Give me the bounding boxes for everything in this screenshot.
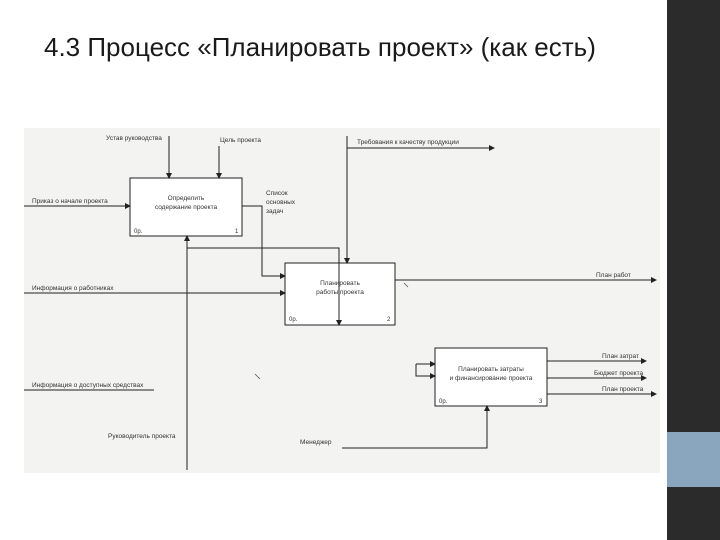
- arrow-manager-label: Менеджер: [300, 439, 332, 446]
- process-box-2-line2: работы проекта: [316, 288, 364, 296]
- arrow-resources-info: Информация о доступных средствах: [24, 382, 154, 391]
- arrow-task-list-label-3: задач: [266, 208, 283, 215]
- process-box-3-line2: и финансирование проекта: [450, 375, 533, 382]
- process-box-3-number: 3: [539, 399, 543, 405]
- process-box-3: Планировать затраты и финансирование про…: [434, 347, 548, 407]
- process-box-2-number: 2: [387, 317, 391, 323]
- arrow-resources-info-label: Информация о доступных средствах: [32, 382, 144, 389]
- arrow-ustav: Устав руководства: [106, 135, 172, 179]
- arrow-cost-plan: План затрат: [547, 353, 647, 364]
- arrow-work-plan-label: План работ: [596, 271, 631, 279]
- arrow-project-plan: План проекта: [547, 386, 657, 397]
- arrow-manager-head-label: Руководитель проекта: [108, 433, 176, 440]
- arrow-project-plan-label: План проекта: [602, 386, 644, 393]
- arrow-work-plan: План работ: [395, 271, 657, 283]
- arrow-requirements: Требования к качеству продукции: [344, 136, 495, 264]
- arrow-order: Приказ о начале проекта: [24, 198, 131, 209]
- arrow-ustav-label: Устав руководства: [106, 135, 162, 142]
- arrow-task-list-label-1: Список: [266, 190, 288, 197]
- process-box-1-cost: 0р.: [134, 229, 143, 235]
- slide-title: 4.3 Процесс «Планировать проект» (как ес…: [44, 32, 596, 62]
- arrow-order-label: Приказ о начале проекта: [32, 198, 108, 205]
- arrow-goal-label: Цель проекта: [220, 137, 261, 144]
- arrow-staff-info: Информация о работниках: [24, 284, 286, 296]
- arrow-staff-info-label: Информация о работниках: [32, 284, 114, 292]
- idef0-diagram: Определить содержание проекта 0р. 1 План…: [24, 128, 660, 473]
- process-box-3-cost: 0р.: [439, 399, 448, 405]
- arrow-budget-label: Бюджет проекта: [594, 370, 644, 377]
- process-box-1: Определить содержание проекта 0р. 1: [129, 177, 243, 237]
- process-box-1-line1: Определить: [168, 195, 205, 202]
- arrow-task-list-label-2: основных: [266, 199, 296, 206]
- decorative-accent-block: [667, 432, 720, 487]
- arrow-manager-head: Руководитель проекта: [108, 235, 342, 470]
- idef0-diagram-svg: Определить содержание проекта 0р. 1 План…: [24, 135, 657, 470]
- arrow-manager: Менеджер: [300, 405, 490, 449]
- process-box-2: Планировать работы проекта 0р. 2: [284, 262, 396, 326]
- arrow-work-plan-to-box3: [415, 361, 436, 379]
- process-box-2-line1: Планировать: [320, 280, 360, 287]
- process-box-2-cost: 0р.: [289, 317, 298, 323]
- process-box-3-line1: Планировать затраты: [458, 366, 524, 373]
- arrow-goal: Цель проекта: [216, 137, 261, 179]
- arrow-task-list: Список основных задач: [242, 190, 296, 279]
- arrow-budget: Бюджет проекта: [547, 370, 647, 381]
- arrow-cost-plan-label: План затрат: [602, 353, 639, 360]
- arrow-requirements-label: Требования к качеству продукции: [357, 138, 459, 146]
- process-box-1-line2: содержание проекта: [155, 204, 218, 211]
- process-box-1-number: 1: [235, 229, 239, 235]
